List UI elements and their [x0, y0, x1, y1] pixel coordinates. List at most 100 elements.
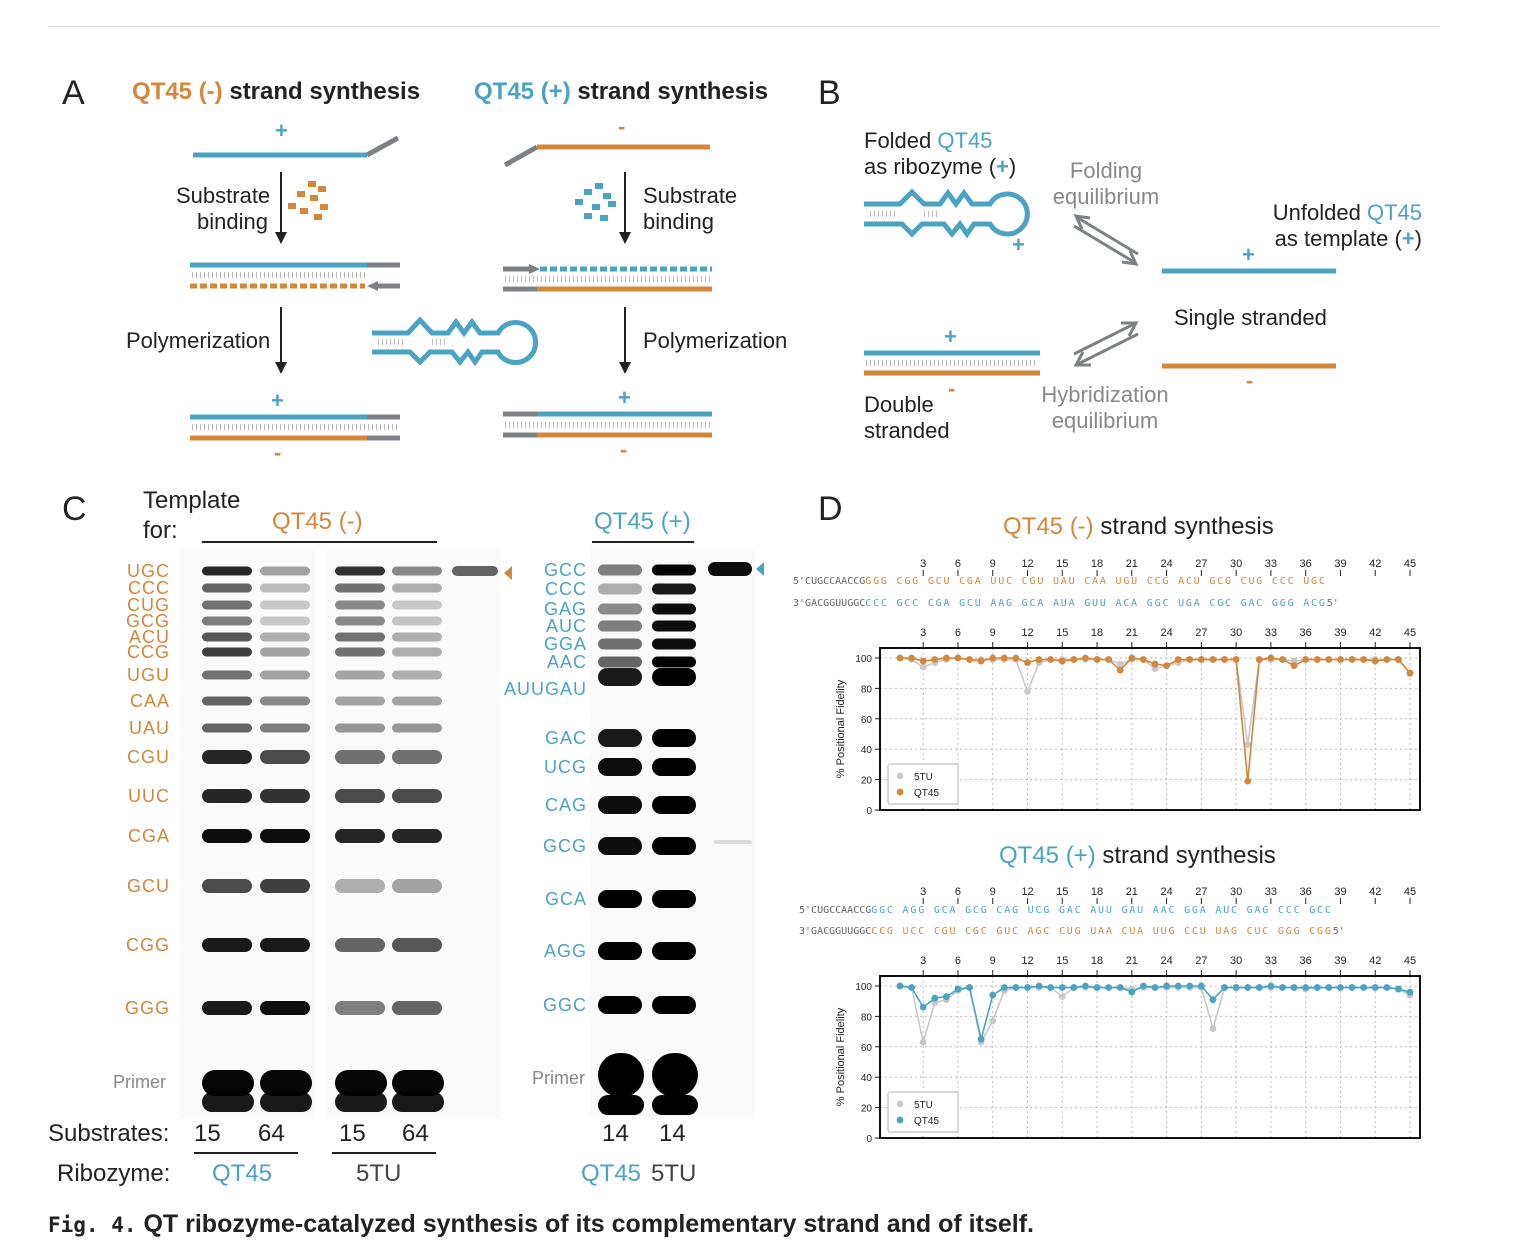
gel-band [598, 1053, 644, 1097]
data-point [1255, 984, 1263, 991]
codon-label: CCG [127, 642, 170, 662]
y-tick-label: 0 [866, 1134, 872, 1145]
gel-band [260, 829, 310, 843]
y-tick-label: 80 [861, 1012, 873, 1023]
seq-tick-label: 21 [1126, 886, 1138, 898]
gel-band [652, 996, 696, 1014]
data-point [1082, 982, 1089, 990]
gel-band [335, 616, 385, 626]
seq-tick-label: 15 [1056, 886, 1068, 898]
y-tick-label: 100 [855, 982, 872, 993]
seq-tick-label: 21 [1126, 558, 1138, 570]
gel-band [335, 1092, 387, 1112]
seq-tick-label: 30 [1230, 558, 1242, 570]
seq-tick-label: 18 [1091, 886, 1103, 898]
data-point [1128, 654, 1136, 662]
panel-label-c: C [62, 490, 87, 528]
data-point [1313, 984, 1321, 991]
gel-band [392, 566, 442, 576]
text-line: equilibrium [1051, 408, 1159, 433]
codon-label: GGC [542, 995, 587, 1015]
data-point [1221, 984, 1228, 991]
codon-label: UGC [127, 561, 170, 581]
product-seq: CCC GCC CGA GCU AAG GCA AUA GUU ACA GGC … [865, 598, 1327, 609]
seq-tick-label: 9 [990, 558, 996, 570]
substrate-value: 64 [258, 1120, 285, 1147]
data-point [1186, 982, 1194, 990]
gel-band [652, 564, 696, 576]
gel-band [598, 758, 642, 776]
substrate-value: 14 [602, 1120, 629, 1147]
data-point [1209, 996, 1217, 1004]
gel-band [392, 789, 442, 803]
legend-label: QT45 [914, 788, 939, 799]
qt45-text: QT45 [937, 128, 993, 153]
data-point [1371, 984, 1379, 991]
gel-band [202, 750, 252, 764]
gel-band [598, 583, 642, 595]
seq-tick-label: 45 [1404, 558, 1416, 570]
data-point [1082, 654, 1089, 662]
gel-band [202, 1070, 254, 1096]
minus-sign: - [274, 440, 282, 465]
end-label: 5' [1332, 926, 1345, 937]
data-point [1012, 654, 1020, 662]
legend-label: QT45 [914, 1116, 939, 1127]
data-point [1383, 656, 1391, 663]
gel-band [708, 562, 752, 576]
seq-tick-label: 45 [1404, 886, 1416, 898]
x-tick-label: 27 [1195, 627, 1207, 639]
x-tick-label: 15 [1056, 627, 1068, 639]
x-tick-label: 15 [1056, 955, 1068, 967]
primer-seq: CUGCCAACCG [811, 905, 872, 916]
panel-label-a: A [62, 74, 85, 112]
text-line: equilibrium [1052, 184, 1160, 209]
end-label: 3' [793, 598, 806, 609]
gel-band [260, 696, 310, 706]
gel-band [202, 647, 252, 657]
data-point [1255, 656, 1263, 663]
title-rest: strand synthesis [222, 78, 421, 105]
title-rest: strand synthesis [570, 78, 769, 105]
minus-sign: - [948, 376, 956, 401]
data-point [1093, 656, 1101, 663]
data-point [1232, 656, 1240, 663]
seq-tick-label: 18 [1091, 558, 1103, 570]
gel-band [335, 938, 385, 952]
top-divider [48, 26, 1440, 27]
gel-band [202, 696, 252, 706]
gel-band [335, 723, 385, 733]
seq-tick-label: 9 [990, 886, 996, 898]
data-point [1232, 984, 1240, 991]
x-tick-label: 27 [1195, 955, 1207, 967]
codon-label: CCC [545, 579, 587, 599]
gel-band [598, 729, 642, 747]
y-axis-label: % Positional Fidelity [835, 1007, 847, 1106]
data-point [989, 991, 997, 999]
gel-band [260, 1001, 310, 1015]
seq-tick-label: 12 [1021, 886, 1033, 898]
x-tick-label: 24 [1160, 955, 1172, 967]
template-underline [202, 541, 437, 543]
gel-band [392, 723, 442, 733]
codon-label: CGU [127, 747, 170, 767]
x-tick-label: 9 [990, 627, 996, 639]
codon-label: AAC [546, 652, 587, 672]
chart-top-title: QT45 (-) strand synthesis [1003, 513, 1274, 541]
plus-sign: + [271, 388, 284, 413]
panel-label-d: D [818, 490, 843, 528]
x-tick-label: 36 [1300, 955, 1312, 967]
x-tick-label: 3 [920, 627, 926, 639]
legend-marker [896, 1100, 904, 1108]
data-point [954, 985, 962, 993]
seq-tick-label: 36 [1300, 886, 1312, 898]
gel-band [598, 620, 642, 632]
seq-tick-label: 24 [1160, 558, 1172, 570]
data-point [1209, 656, 1217, 663]
gel-band [598, 942, 642, 960]
plus-sign: + [618, 385, 631, 410]
gel-band [260, 566, 310, 576]
data-point [1348, 984, 1356, 991]
